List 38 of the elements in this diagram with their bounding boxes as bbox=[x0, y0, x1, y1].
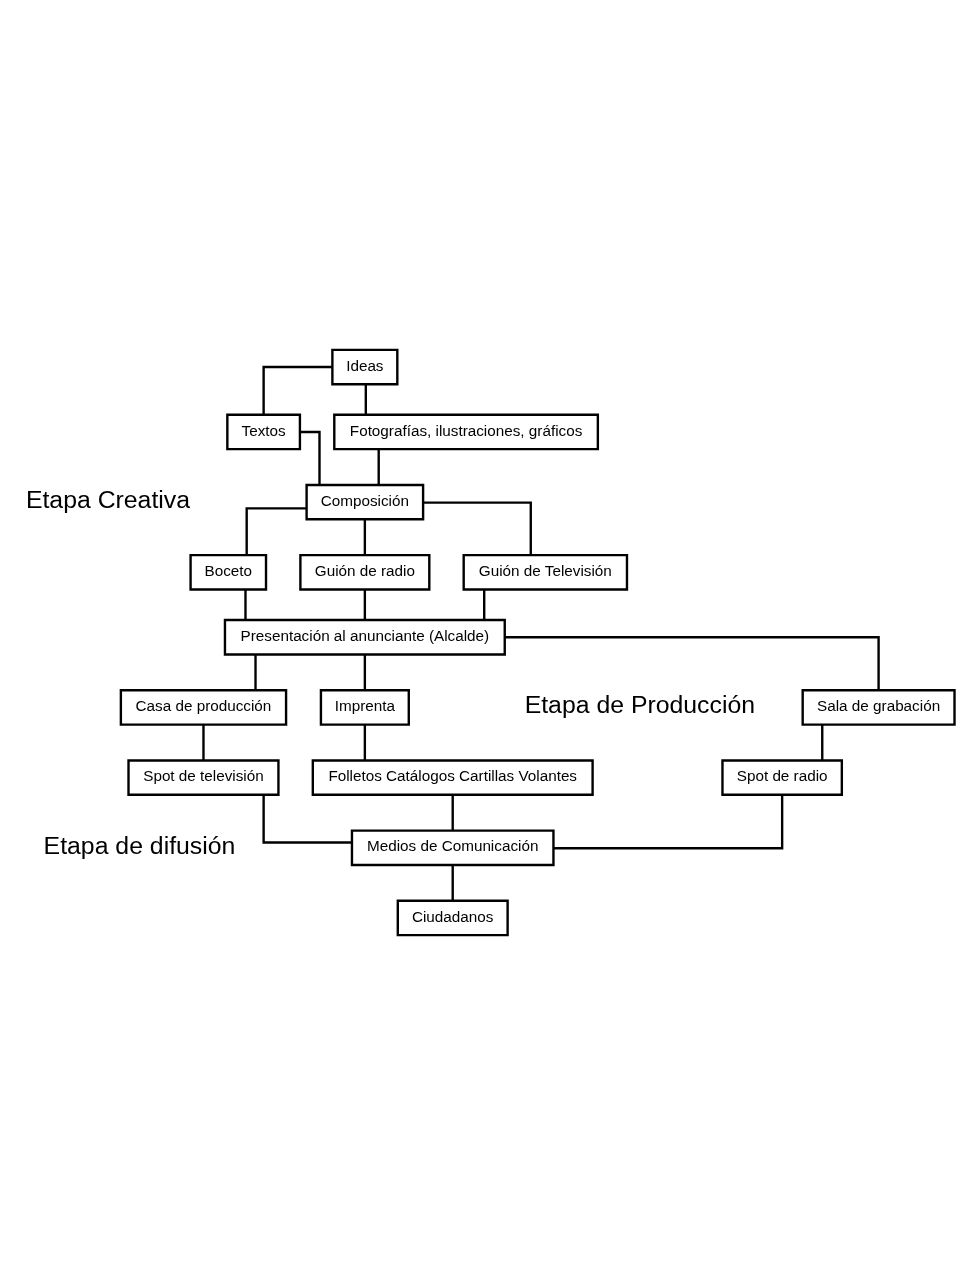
node-box: Fotografías, ilustraciones, gráficos bbox=[333, 413, 600, 451]
connector bbox=[553, 795, 784, 850]
node-box: Presentación al anunciante (Alcalde) bbox=[223, 618, 506, 656]
connector bbox=[363, 589, 367, 620]
connector bbox=[202, 724, 205, 761]
node-box: Composición bbox=[305, 483, 425, 521]
connector bbox=[451, 865, 454, 901]
node-box: Medios de Comunicación bbox=[350, 829, 555, 867]
connector bbox=[423, 501, 532, 556]
node-box: Folletos Catálogos Cartillas Volantes bbox=[311, 759, 594, 796]
node-box: Spot de televisión bbox=[127, 759, 280, 796]
connector bbox=[363, 654, 367, 691]
node-box: Sala de grabación bbox=[801, 689, 956, 726]
connector bbox=[821, 724, 824, 761]
node-box: Imprenta bbox=[319, 689, 410, 726]
node-box: Casa de producción bbox=[119, 689, 288, 726]
label: Etapa de Producción bbox=[524, 691, 756, 719]
label: Etapa de difusión bbox=[43, 831, 236, 859]
connector bbox=[245, 507, 307, 555]
connector bbox=[504, 636, 880, 691]
label: Etapa Creativa bbox=[25, 486, 191, 514]
connector bbox=[262, 365, 333, 415]
connector bbox=[363, 724, 367, 761]
connector bbox=[363, 519, 367, 555]
node-box: Guión de Televisión bbox=[462, 553, 629, 591]
connector bbox=[254, 654, 257, 691]
node-box: Ideas bbox=[331, 348, 399, 386]
connector bbox=[451, 794, 454, 831]
connector bbox=[244, 589, 247, 620]
node-box: Boceto bbox=[189, 553, 268, 591]
connector bbox=[262, 795, 352, 844]
node-box: Spot de radio bbox=[721, 759, 844, 796]
connector bbox=[377, 449, 380, 485]
node-box: Guión de radio bbox=[299, 553, 431, 591]
node-box: Textos bbox=[226, 413, 302, 451]
node-box: Ciudadanos bbox=[396, 899, 509, 937]
connector bbox=[364, 384, 367, 415]
connector bbox=[483, 589, 486, 620]
